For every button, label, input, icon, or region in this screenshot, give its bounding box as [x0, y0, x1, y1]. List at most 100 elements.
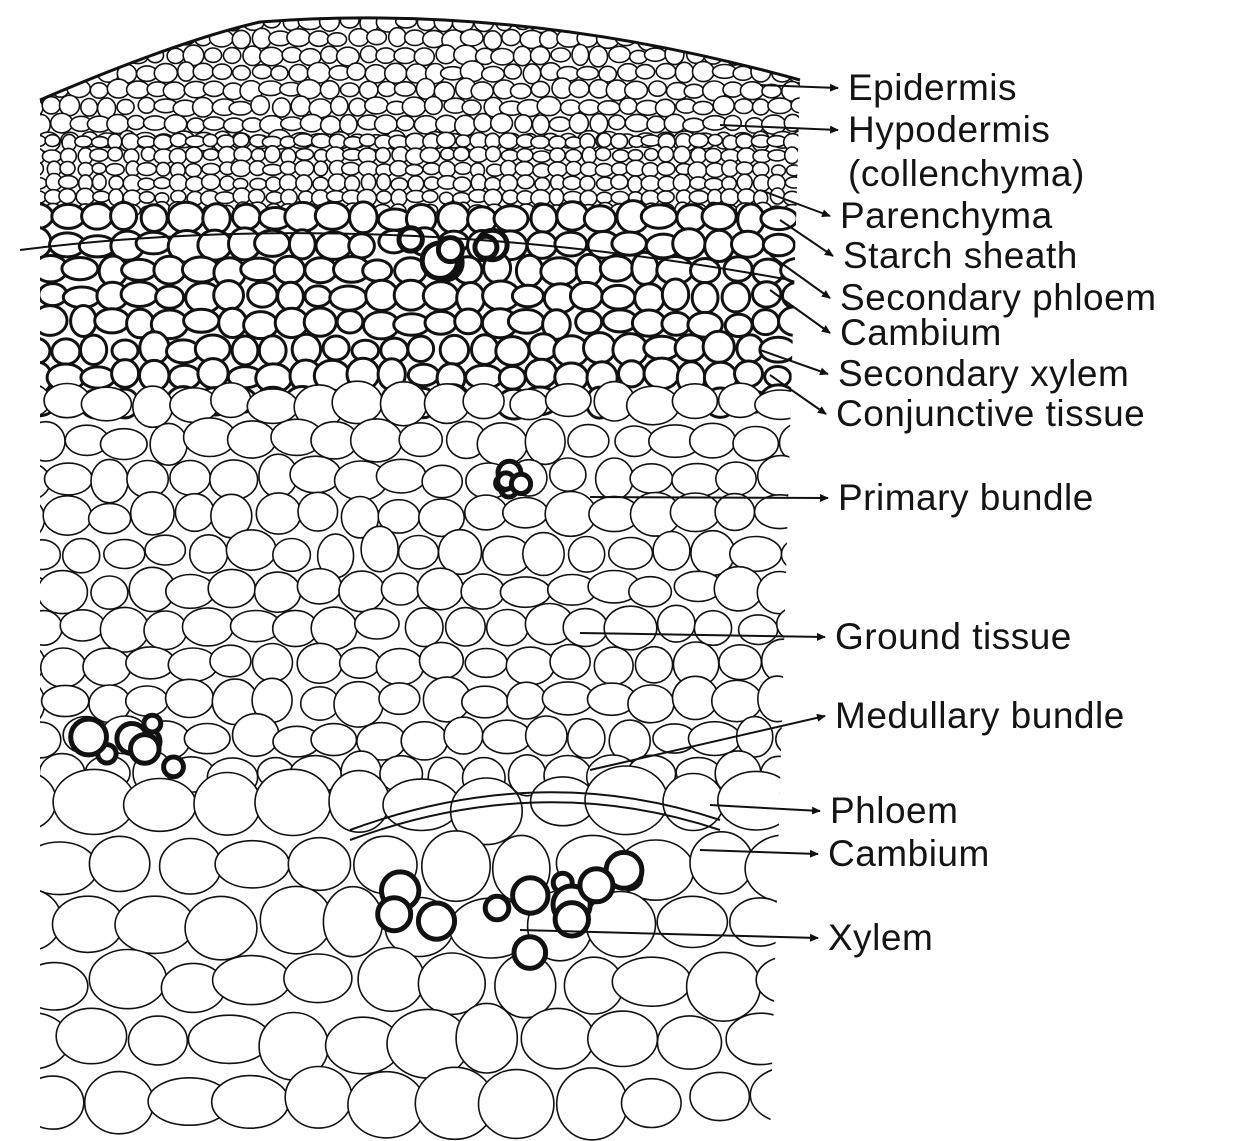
tissue-cell	[550, 189, 564, 206]
tissue-cell	[194, 773, 261, 836]
tissue-cell	[42, 150, 61, 163]
tissue-cell	[215, 841, 289, 888]
tissue-cell	[26, 422, 65, 461]
tissue-cell	[14, 133, 30, 147]
tissue-cell	[531, 81, 549, 97]
tissue-cell	[656, 27, 676, 47]
tissue-cell	[81, 367, 115, 388]
tissue-cell	[566, 150, 582, 163]
xylem-vessel	[418, 903, 454, 939]
tissue-cell	[508, 310, 544, 334]
tissue-cell	[62, 258, 98, 280]
tissue-cell	[23, 540, 60, 570]
tissue-cell	[690, 423, 736, 458]
xylem-vessel	[513, 878, 548, 913]
tissue-cell	[13, 205, 27, 220]
tissue-cell	[768, 98, 792, 113]
tissue-cell	[313, 177, 328, 191]
tissue-cell	[385, 63, 407, 83]
tissue-cell	[289, 65, 308, 82]
tissue-cell	[241, 258, 278, 280]
tissue-cell	[440, 335, 468, 364]
xylem-vessel	[378, 898, 411, 931]
tissue-cell	[757, 572, 801, 614]
tissue-cell	[250, 178, 267, 189]
tissue-cell	[203, 149, 218, 160]
tissue-cell	[471, 174, 486, 191]
tissue-cell	[52, 204, 85, 228]
tissue-cell	[569, 80, 589, 97]
tissue-cell	[150, 423, 187, 465]
tissue-cell	[294, 134, 314, 147]
tissue-cell	[202, 174, 220, 189]
tissue-cell	[349, 29, 369, 46]
tissue-cell	[111, 202, 137, 229]
tissue-cell	[719, 645, 761, 680]
tissue-cell	[255, 572, 301, 612]
tissue-cell	[611, 134, 628, 149]
tissue-cell	[361, 174, 375, 191]
tissue-cell	[763, 15, 783, 31]
label-cambium-inner-line: Cambium	[828, 833, 990, 874]
label-epidermis-line: Epidermis	[848, 67, 1017, 108]
tissue-cell	[422, 465, 462, 497]
tissue-cell	[314, 161, 328, 176]
tissue-cell	[41, 28, 61, 49]
tissue-cell	[705, 149, 722, 163]
tissue-cell	[577, 67, 599, 80]
tissue-cell	[455, 115, 476, 135]
tissue-cell	[7, 260, 39, 283]
tissue-cell	[26, 611, 62, 646]
tissue-cell	[690, 1072, 749, 1120]
tissue-cell	[454, 147, 470, 161]
tissue-cell	[787, 165, 802, 176]
tissue-cell	[405, 608, 443, 647]
tissue-cell	[321, 46, 338, 63]
tissue-cell	[20, 98, 43, 118]
tissue-cell	[609, 115, 626, 130]
tissue-cell	[441, 148, 455, 160]
tissue-cell	[141, 147, 155, 161]
tissue-cell	[641, 205, 677, 228]
tissue-cell	[22, 842, 98, 895]
tissue-cell	[91, 459, 128, 502]
tissue-cell	[204, 48, 221, 62]
tissue-cell	[130, 12, 147, 29]
tissue-cell	[632, 310, 665, 336]
tissue-cell	[613, 150, 629, 162]
tissue-cell	[602, 285, 635, 309]
tissue-cell	[41, 648, 86, 687]
tissue-cell	[121, 282, 158, 307]
tissue-cell	[760, 337, 796, 362]
tissue-cell	[502, 30, 521, 46]
tissue-cell	[251, 96, 269, 115]
tissue-cell	[266, 177, 281, 191]
tissue-cell	[714, 567, 762, 611]
tissue-cell	[280, 136, 295, 147]
tissue-cell	[278, 282, 304, 310]
tissue-cell	[462, 686, 508, 718]
tissue-cell	[662, 279, 688, 310]
tissue-cell	[438, 203, 469, 233]
tissue-cell	[444, 717, 483, 754]
tissue-cell	[115, 896, 194, 953]
tissue-cell	[0, 383, 51, 419]
tissue-cell	[137, 31, 157, 48]
tissue-cell	[312, 134, 332, 148]
tissue-cell	[82, 204, 113, 230]
tissue-cell	[644, 358, 679, 389]
tissue-cell	[693, 101, 713, 114]
tissue-cell	[550, 13, 568, 26]
tissue-cell	[232, 336, 258, 365]
tissue-cell	[760, 49, 782, 62]
tissue-cell	[138, 97, 155, 113]
tissue-cell	[611, 175, 628, 190]
tissue-cell	[211, 383, 251, 418]
label-hypodermis-line: Hypodermis	[848, 109, 1050, 150]
tissue-cell	[90, 83, 108, 98]
tissue-cell	[168, 202, 204, 232]
tissue-cell	[425, 311, 457, 334]
tissue-cell	[304, 308, 336, 336]
tissue-cell	[672, 384, 717, 419]
tissue-cell	[582, 147, 596, 164]
